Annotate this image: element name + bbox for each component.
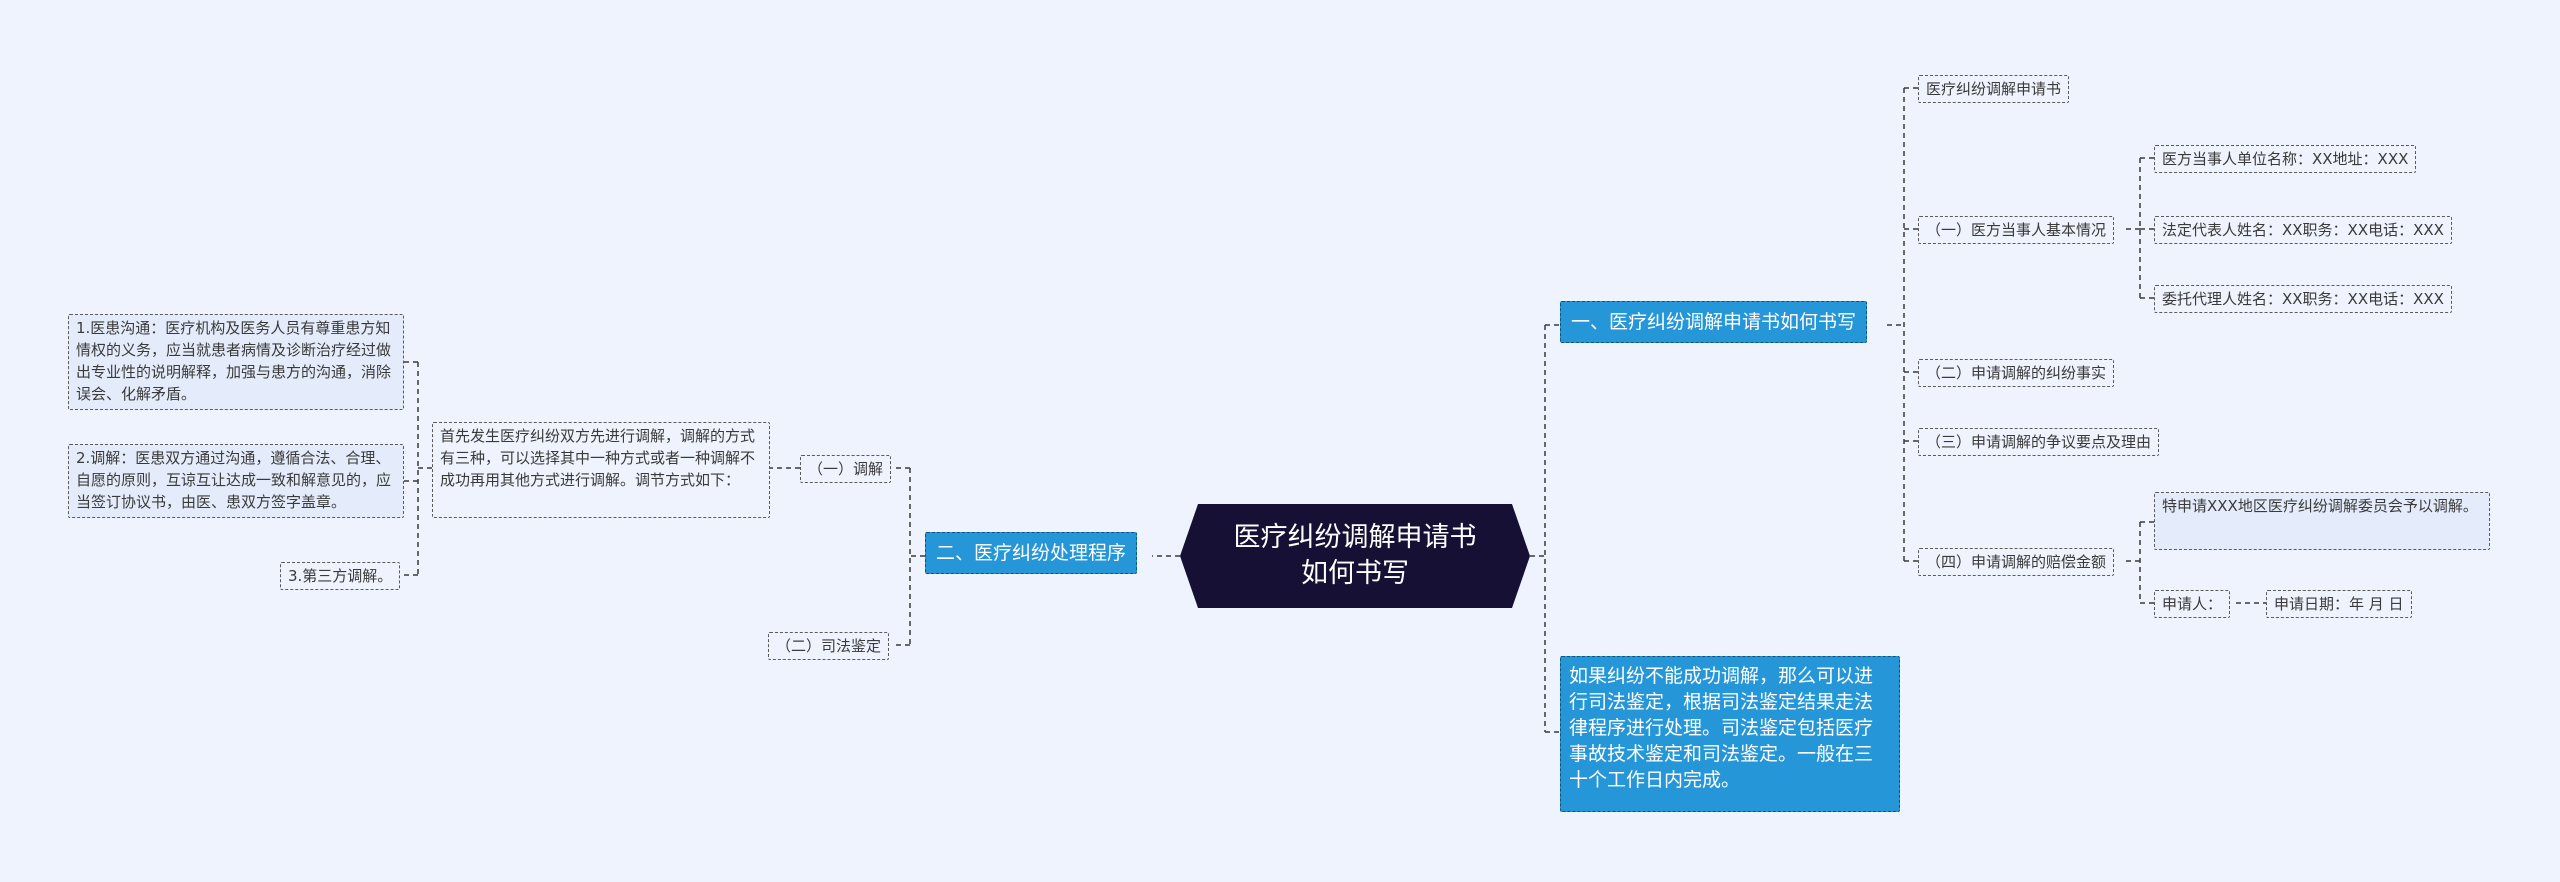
node-mediation-request[interactable]: 特申请XXX地区医疗纠纷调解委员会予以调解。 <box>2154 492 2490 550</box>
node-compensation[interactable]: （四）申请调解的赔偿金额 <box>1918 548 2115 576</box>
node-party-agent-label: 委托代理人姓名：XX职务：XX电话：XXX <box>2162 290 2444 308</box>
node-judicial[interactable]: （二）司法鉴定 <box>768 632 890 660</box>
node-party-agent[interactable]: 委托代理人姓名：XX职务：XX电话：XXX <box>2154 285 2452 313</box>
node-party-info[interactable]: （一）医方当事人基本情况 <box>1918 216 2115 244</box>
node-applicant-label: 申请人： <box>2162 595 2223 613</box>
node-application-date[interactable]: 申请日期：年 月 日 <box>2266 590 2412 618</box>
node-party-info-label: （一）医方当事人基本情况 <box>1926 221 2107 239</box>
node-judicial-appraisal-text-label: 如果纠纷不能成功调解，那么可以进行司法鉴定，根据司法鉴定结果走法律程序进行处理。… <box>1569 665 1874 791</box>
node-mediation-intro-label: 首先发生医疗纠纷双方先进行调解，调解的方式有三种，可以选择其中一种方式或者一种调… <box>440 427 756 489</box>
node-mediation-label: （一）调解 <box>808 460 884 478</box>
node-method-mediation-label: 2.调解：医患双方通过沟通，遵循合法、合理、自愿的原则，互谅互让达成一致和解意见… <box>76 449 392 511</box>
branch-handling-procedure-label: 二、医疗纠纷处理程序 <box>936 542 1127 564</box>
root-topic-label: 医疗纠纷调解申请书如何书写 <box>1233 522 1477 589</box>
node-party-unit-label: 医方当事人单位名称：XX地址：XXX <box>2162 150 2409 168</box>
node-applicant[interactable]: 申请人： <box>2154 590 2231 618</box>
node-mediation-intro[interactable]: 首先发生医疗纠纷双方先进行调解，调解的方式有三种，可以选择其中一种方式或者一种调… <box>432 422 770 518</box>
node-compensation-label: （四）申请调解的赔偿金额 <box>1926 553 2107 571</box>
node-party-legal-rep[interactable]: 法定代表人姓名：XX职务：XX电话：XXX <box>2154 216 2452 244</box>
node-party-legal-rep-label: 法定代表人姓名：XX职务：XX电话：XXX <box>2162 221 2444 239</box>
node-dispute-facts-label: （二）申请调解的纠纷事实 <box>1926 364 2107 382</box>
node-application-date-label: 申请日期：年 月 日 <box>2274 595 2404 613</box>
node-method-mediation[interactable]: 2.调解：医患双方通过沟通，遵循合法、合理、自愿的原则，互谅互让达成一致和解意见… <box>68 444 404 518</box>
branch-handling-procedure[interactable]: 二、医疗纠纷处理程序 <box>925 532 1138 574</box>
node-mediation-request-label: 特申请XXX地区医疗纠纷调解委员会予以调解。 <box>2162 497 2478 515</box>
branch-how-to-write[interactable]: 一、医疗纠纷调解申请书如何书写 <box>1560 301 1868 343</box>
node-application-title[interactable]: 医疗纠纷调解申请书 <box>1918 75 2070 103</box>
node-dispute-facts[interactable]: （二）申请调解的纠纷事实 <box>1918 359 2115 387</box>
node-application-title-label: 医疗纠纷调解申请书 <box>1926 80 2062 98</box>
node-method-communication-label: 1.医患沟通：医疗机构及医务人员有尊重患方知情权的义务，应当就患者病情及诊断治疗… <box>76 319 392 403</box>
node-method-third-party[interactable]: 3.第三方调解。 <box>280 562 401 590</box>
branch-how-to-write-label: 一、医疗纠纷调解申请书如何书写 <box>1571 311 1857 333</box>
node-judicial-label: （二）司法鉴定 <box>776 637 882 655</box>
node-party-unit[interactable]: 医方当事人单位名称：XX地址：XXX <box>2154 145 2417 173</box>
node-dispute-points-label: （三）申请调解的争议要点及理由 <box>1926 433 2152 451</box>
node-method-communication[interactable]: 1.医患沟通：医疗机构及医务人员有尊重患方知情权的义务，应当就患者病情及诊断治疗… <box>68 314 404 410</box>
root-topic[interactable]: 医疗纠纷调解申请书如何书写 <box>1180 504 1530 608</box>
node-method-third-party-label: 3.第三方调解。 <box>288 567 393 585</box>
node-judicial-appraisal-text[interactable]: 如果纠纷不能成功调解，那么可以进行司法鉴定，根据司法鉴定结果走法律程序进行处理。… <box>1560 656 1900 812</box>
node-mediation[interactable]: （一）调解 <box>800 455 892 483</box>
node-dispute-points[interactable]: （三）申请调解的争议要点及理由 <box>1918 428 2160 456</box>
